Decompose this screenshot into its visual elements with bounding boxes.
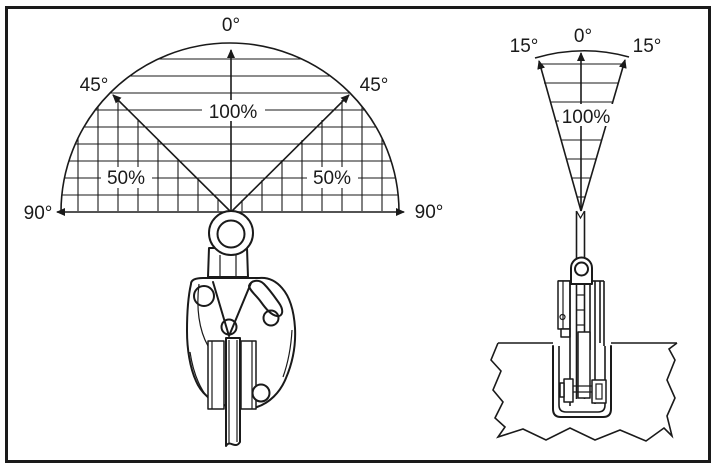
label-load-50-left: 50% (107, 168, 145, 189)
arrow-45deg-left (112, 94, 232, 213)
label-angle-45-left: 45° (80, 75, 109, 96)
figure-border (5, 6, 711, 463)
label-load-50-right: 50% (313, 168, 351, 189)
pivot-hole (220, 318, 238, 336)
body-cam-slot (248, 279, 284, 318)
label-load-100-front: 100% (209, 102, 258, 123)
body-hole-bottom (251, 383, 271, 403)
label-angle-15-left: 15° (510, 36, 539, 57)
body-left-arm-line (197, 283, 209, 347)
side-plate-left (557, 280, 571, 330)
plate-break-outline (490, 342, 678, 442)
body-hole-top-left (193, 285, 215, 307)
left-chart-vertical-grid (77, 100, 383, 211)
body-hole-right (262, 309, 280, 327)
label-load-100-side: 100% (562, 107, 611, 128)
arrow-15deg-right (580, 59, 627, 212)
clevis-pin (574, 261, 589, 277)
clamp-front-view (186, 210, 297, 447)
label-angle-0-front: 0° (222, 15, 240, 36)
arrow-15deg-left (537, 60, 582, 212)
label-angle-90-right: 90° (415, 202, 444, 223)
steel-plate-section (490, 342, 678, 442)
label-angle-15-right: 15° (633, 36, 662, 57)
lifting-eye-inner (216, 219, 246, 249)
body-v-cutout (212, 281, 252, 337)
semicircle-arc (60, 42, 400, 213)
right-chart-angle-arrows (534, 49, 630, 212)
fan-top-arc (534, 49, 630, 59)
jaw-housing-inner (558, 346, 606, 413)
jaw-block-left (207, 340, 225, 410)
jaw-housing-outer (552, 345, 612, 418)
label-angle-90-left: 90° (24, 203, 53, 224)
right-load-angle-chart: 15° 0° 15° 100% (510, 26, 662, 212)
arrow-45deg-right (230, 94, 350, 213)
jaw-pad (563, 378, 574, 403)
gripped-plate (225, 337, 241, 447)
clamp-side-view (552, 210, 612, 418)
right-chart-horizontal-grid (539, 63, 625, 198)
label-angle-0-side: 0° (574, 26, 592, 47)
label-angle-45-right: 45° (360, 75, 389, 96)
left-load-angle-chart: 0° 45° 45° 90° 90° 100% 50% 50% (24, 15, 444, 224)
cam-tongue (577, 331, 591, 399)
